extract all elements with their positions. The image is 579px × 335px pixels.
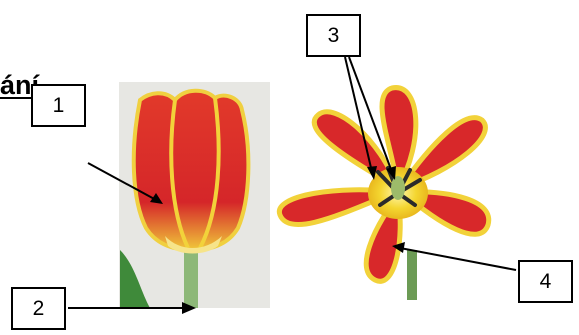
open-tulip-photo — [279, 88, 488, 300]
open-tulip-stem — [407, 250, 417, 300]
closed-tulip-photo — [119, 82, 270, 308]
label-box-4: 4 — [518, 260, 573, 303]
arrow-4 — [400, 248, 516, 270]
label-box-1: 1 — [31, 84, 86, 127]
tulip-bud — [134, 91, 249, 250]
pistil — [391, 176, 405, 200]
label-box-2: 2 — [11, 287, 66, 330]
label-box-3: 3 — [306, 14, 361, 57]
